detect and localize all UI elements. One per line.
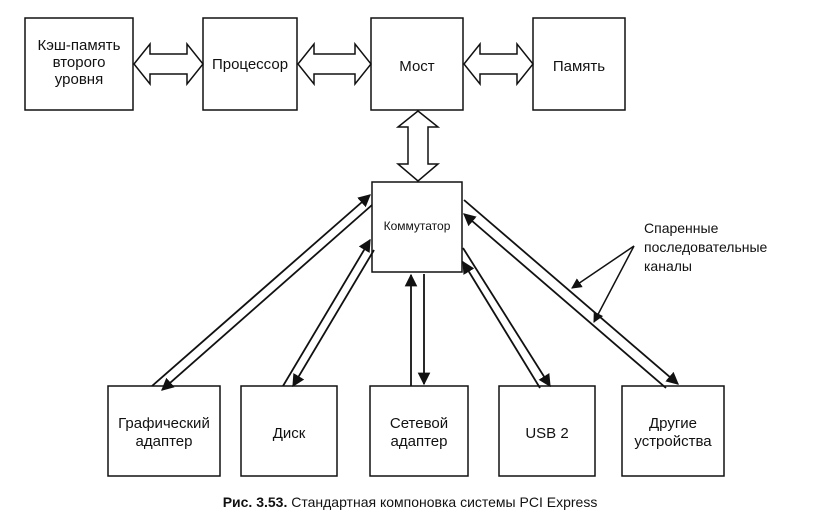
switch-box: Коммутатор <box>371 181 463 273</box>
other-label-2: устройства <box>634 433 712 450</box>
link-graphics <box>151 194 373 391</box>
graphics-label-1: Графический <box>118 415 210 432</box>
network-label-1: Сетевой <box>390 415 448 432</box>
l2-cache-label-2: второго <box>53 54 106 71</box>
note-line-3: каналы <box>644 258 692 274</box>
network-adapter-box: Сетевой адаптер <box>369 385 469 477</box>
graphics-adapter-box: Графический адаптер <box>107 385 221 477</box>
memory-box: Память <box>532 17 626 111</box>
other-label-1: Другие <box>649 415 697 432</box>
paired-channels-note: Спаренные последовательные каналы <box>644 220 768 274</box>
l2-cache-box: Кэш-память второго уровня <box>24 17 134 111</box>
figure-caption: Рис. 3.53. Стандартная компоновка систем… <box>0 494 820 510</box>
usb-label: USB 2 <box>525 425 568 442</box>
memory-label: Память <box>553 58 605 75</box>
cache-processor-arrow <box>133 41 204 87</box>
figure-number: Рис. 3.53. <box>222 494 288 510</box>
note-line-1: Спаренные <box>644 220 719 236</box>
link-other <box>463 199 679 389</box>
figure-title: Стандартная компоновка системы PCI Expre… <box>287 494 598 510</box>
disk-box: Диск <box>240 385 338 477</box>
processor-label: Процессор <box>212 56 288 73</box>
usb-box: USB 2 <box>498 385 596 477</box>
link-usb <box>462 247 551 389</box>
network-label-2: адаптер <box>391 433 448 450</box>
processor-bridge-arrow <box>297 41 372 87</box>
bridge-memory-arrow <box>463 41 534 87</box>
switch-label: Коммутатор <box>384 219 451 233</box>
processor-box: Процессор <box>202 17 298 111</box>
other-devices-box: Другие устройства <box>621 385 725 477</box>
bridge-label: Мост <box>399 58 435 75</box>
link-network <box>404 273 431 386</box>
bridge-switch-arrow <box>395 110 441 182</box>
l2-cache-label-3: уровня <box>55 71 103 88</box>
bridge-box: Мост <box>370 17 464 111</box>
link-disk <box>282 238 375 388</box>
disk-label: Диск <box>273 425 306 442</box>
annotation-pointers <box>571 245 635 323</box>
l2-cache-label-1: Кэш-память <box>37 37 120 54</box>
note-line-2: последовательные <box>644 239 768 255</box>
graphics-label-2: адаптер <box>136 433 193 450</box>
